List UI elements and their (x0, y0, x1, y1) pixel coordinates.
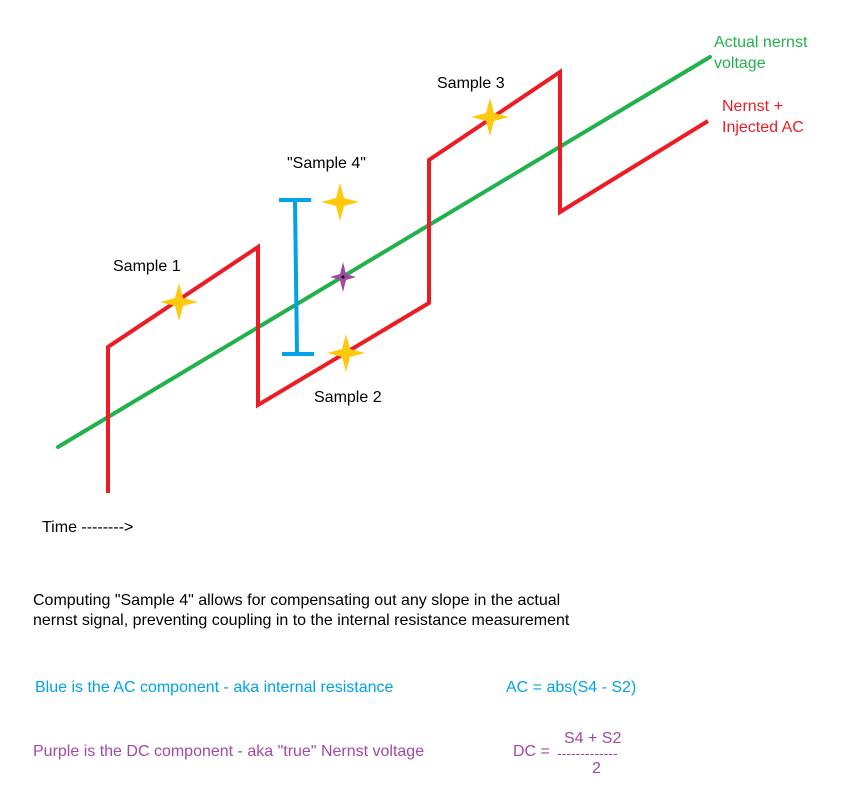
legend-actual-nernst-line1: Actual nernst (714, 34, 808, 51)
purple-note: Purple is the DC component - aka "true" … (33, 743, 425, 760)
blue-note: Blue is the AC component - aka internal … (35, 679, 394, 696)
dc-formula-divider: ------------- (557, 745, 618, 761)
sample-2-label: Sample 2 (314, 389, 382, 406)
sample-4-star-icon (321, 183, 359, 221)
time-axis-label: Time --------> (42, 519, 134, 536)
ac-component-bar (279, 198, 314, 356)
explanation-line-2: nernst signal, preventing coupling in to… (33, 612, 570, 629)
ac-formula: AC = abs(S4 - S2) (506, 679, 637, 696)
actual-nernst-line (56, 55, 712, 449)
dc-formula-denominator: 2 (592, 760, 601, 777)
dc-marker-center-dot (341, 275, 345, 279)
dc-formula-numerator: S4 + S2 (564, 730, 622, 747)
dc-formula-lhs: DC = (513, 743, 550, 760)
sample-1-label: Sample 1 (113, 258, 181, 275)
sample-1-star-icon (160, 283, 198, 321)
sample-2-star-icon (327, 334, 365, 372)
legend-injected-line1: Nernst + (722, 98, 783, 115)
nernst-plus-ac-line (106, 68, 710, 493)
legend-injected-line2: Injected AC (722, 119, 804, 136)
sample-3-star-icon (471, 98, 509, 136)
sample-4-label: "Sample 4" (287, 155, 366, 172)
legend-actual-nernst-line2: voltage (714, 55, 766, 72)
explanation-line-1: Computing "Sample 4" allows for compensa… (33, 592, 561, 609)
sample-3-label: Sample 3 (437, 75, 505, 92)
